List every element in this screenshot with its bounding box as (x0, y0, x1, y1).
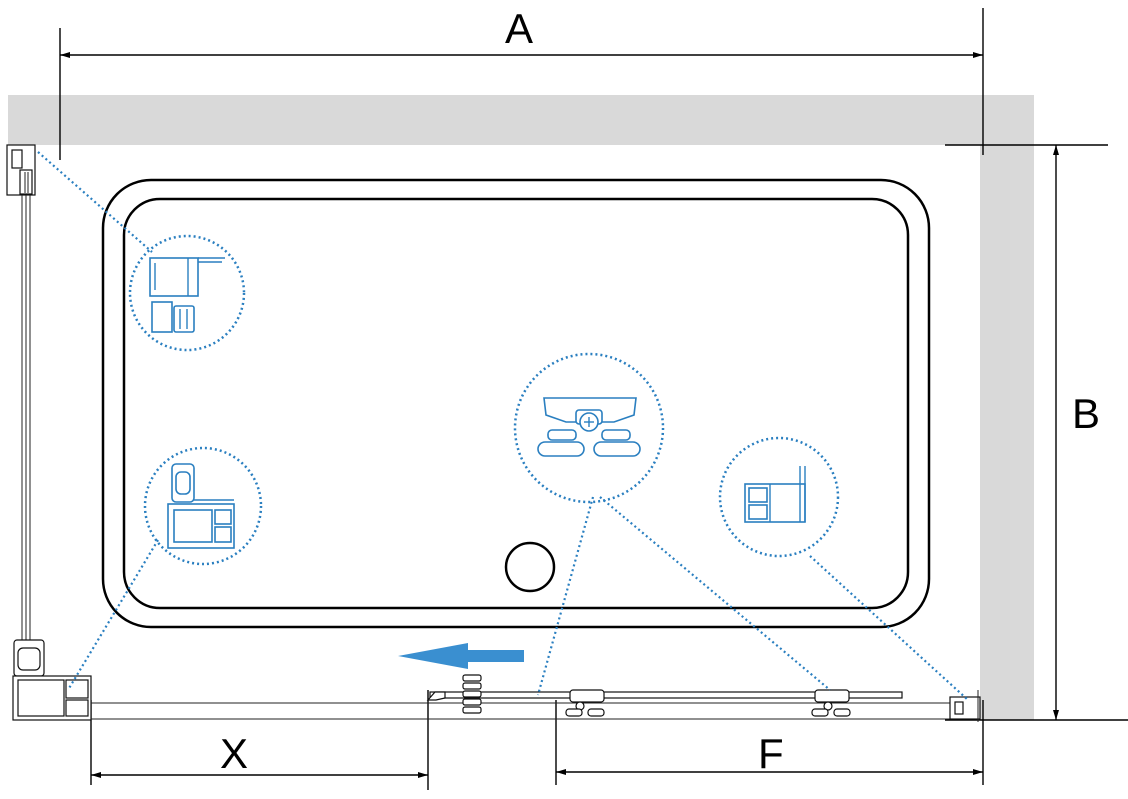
dimension-a: A (59, 5, 984, 160)
shower-tray (101, 178, 931, 629)
left-fixed-panel (6, 144, 92, 721)
dimension-a-label: A (505, 5, 533, 52)
detail-roller (513, 352, 665, 504)
dimension-b-label: B (1072, 390, 1100, 437)
right-wall (980, 145, 1034, 720)
arrow-left-icon (398, 643, 524, 669)
roller-icon (565, 689, 605, 717)
roller-icon (811, 689, 851, 717)
drain-icon (504, 541, 556, 593)
dimension-x: X (90, 690, 429, 790)
dimension-b: B (945, 144, 1128, 721)
dimension-f-label: F (758, 730, 784, 777)
leader-lines (37, 151, 969, 701)
dimension-f: F (555, 700, 984, 785)
detail-corner-profile (143, 446, 263, 566)
detail-wall-profile-right (718, 436, 840, 558)
door-handle (462, 674, 482, 714)
sliding-door (91, 674, 981, 722)
top-wall (8, 95, 1034, 145)
detail-wall-profile-top (128, 234, 246, 352)
dimension-x-label: X (220, 730, 248, 777)
